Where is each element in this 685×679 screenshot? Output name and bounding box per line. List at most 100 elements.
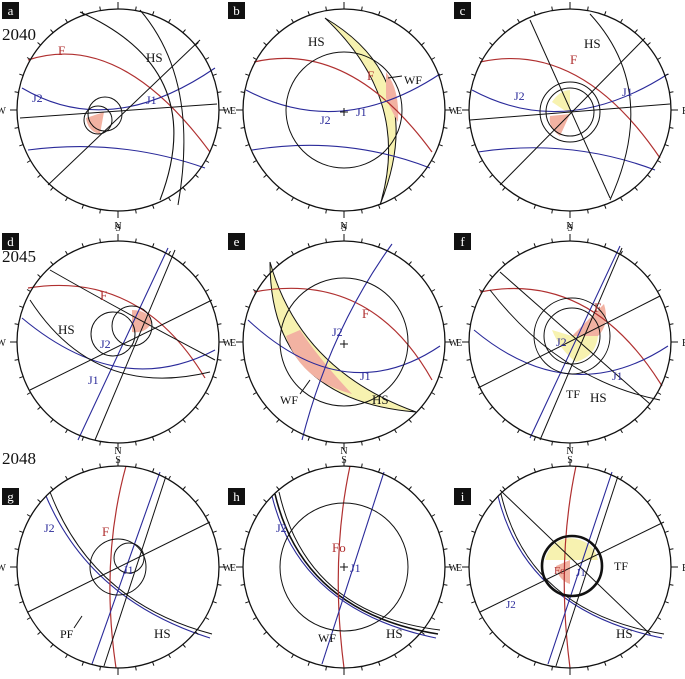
tick-mark [431,289,436,292]
tick-mark [276,261,280,265]
tick-mark [657,514,662,517]
tick-mark [438,73,443,76]
tick-mark [664,530,669,533]
panel-letter: d [7,234,14,249]
fault-plane-F [479,58,661,159]
tick-mark [99,238,101,243]
tick-mark [240,91,245,93]
label-HS: HS [584,36,601,51]
tick-mark [421,406,425,410]
tick-mark [212,530,217,533]
joint-plane-J2 [529,245,621,439]
tick-mark [517,429,520,434]
label-J1: J1 [123,563,134,577]
tick-mark [182,644,186,648]
friction-circle [279,502,409,632]
tick-mark [135,209,137,214]
label-J1: J1 [612,369,623,383]
tick-mark [245,144,250,147]
tick-mark [37,499,41,503]
friction-circle-2 [539,81,601,143]
tick-mark [443,359,448,361]
tick-mark [502,29,506,33]
tick-mark [182,261,186,265]
tick-mark [517,654,520,659]
tick-mark [205,160,210,163]
tick-mark [81,243,84,248]
tick-mark [466,91,471,93]
wedge-intersection-fill [556,560,570,584]
friction-circle [87,96,123,132]
tick-mark [502,261,506,265]
tick-mark [99,666,101,671]
label-J2: J2 [514,89,525,103]
tick-mark [245,601,250,604]
tick-mark [604,11,607,16]
tick-mark [664,376,669,379]
tick-mark [378,204,381,209]
tick-mark [50,187,54,191]
tick-mark [19,376,24,379]
wedge-intersection-fill [86,112,104,134]
fault-plane-F [27,284,206,379]
tick-mark [478,57,483,60]
tick-mark [517,197,520,202]
friction-circle [545,87,595,137]
tick-mark [182,187,186,191]
stereonet [473,245,669,441]
tick-mark [195,274,199,278]
tick-mark [394,429,397,434]
stereonet-frame: NSEW [223,221,463,466]
tick-mark [378,11,381,16]
panel-letter: f [460,234,465,249]
tick-mark [252,514,257,517]
joint-plane-J1 [321,471,385,665]
tick-mark [252,160,257,163]
label-TF: TF [614,559,628,573]
tick-mark [135,238,137,243]
label-J1: J1 [356,105,367,119]
joint-plane-J1 [547,471,613,665]
fault-plane-F [253,57,433,153]
tick-mark [361,441,363,446]
tick-mark [26,289,31,292]
tick-mark [81,661,84,666]
tick-mark [263,631,267,635]
tick-mark [19,305,24,308]
pole-line-2 [29,299,213,391]
tick-mark [471,530,476,533]
tick-mark [502,419,506,423]
tick-mark [634,419,638,423]
tick-mark [307,661,310,666]
tick-mark [276,187,280,191]
tick-mark [245,530,250,533]
label-J1: J1 [360,369,371,383]
tick-mark [26,514,31,517]
slope-plane-HS [274,493,439,635]
tick-mark [466,127,471,129]
label-WF: WF [404,73,422,87]
tick-mark [168,654,171,659]
tick-mark [65,18,68,23]
tick-mark [604,661,607,666]
compass-label-n: N [340,221,347,232]
tick-mark [604,243,607,248]
WF-pointer [387,75,403,79]
panel-letter-box [228,2,245,19]
stereonet [271,465,441,669]
tick-mark [489,499,493,503]
panel-f: f F J2 J1 TF HS [454,233,669,441]
tick-mark [604,204,607,209]
tick-mark [478,617,483,620]
joint-plane-J1 [21,317,216,370]
label-HS: HS [58,322,75,337]
pole-line-3 [529,19,611,199]
label-WF: WF [318,631,336,645]
tick-mark [502,486,506,490]
compass-label-n: N [566,221,573,232]
tick-mark [634,486,638,490]
tick-mark [657,289,662,292]
tick-mark [647,499,651,503]
tick-mark [657,160,662,163]
